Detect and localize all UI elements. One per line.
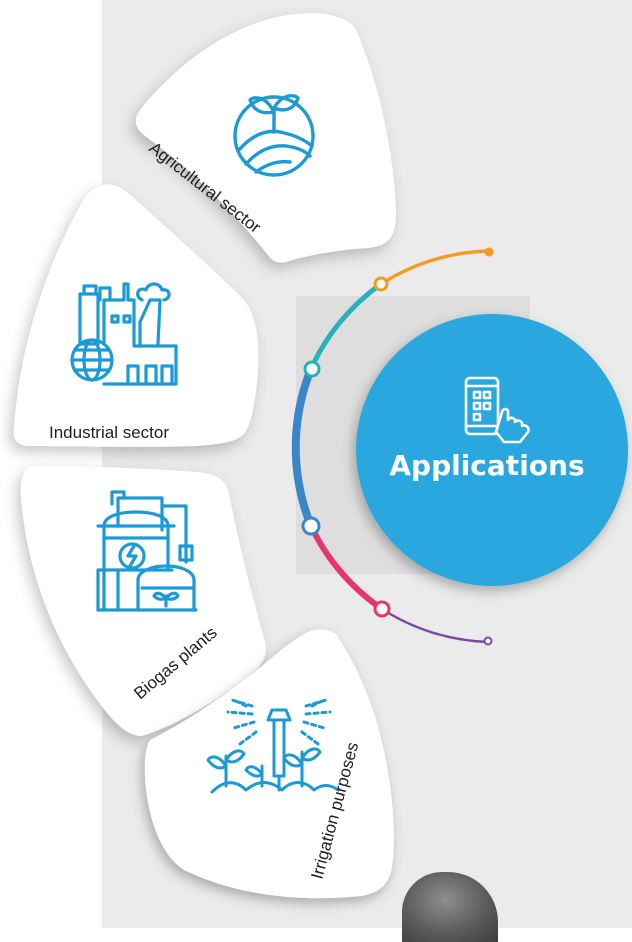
- arc-node-end-top: [484, 247, 494, 257]
- label-industrial-sector: Industrial sector: [49, 423, 169, 442]
- arc-node-3: [301, 516, 321, 536]
- color-arc: [291, 249, 490, 644]
- factory-globe-icon: [70, 282, 178, 386]
- arc-node-1: [373, 276, 389, 292]
- agriculture-field-icon: [233, 94, 315, 177]
- segment-card-agricultural: [135, 13, 396, 263]
- irrigation-sprinkler-icon: [206, 698, 340, 794]
- center-circle: [356, 314, 628, 586]
- center-title: Applications: [389, 449, 584, 482]
- segment-card-industrial: [13, 184, 259, 447]
- arc-node-4: [373, 600, 391, 618]
- biogas-plant-icon: [96, 490, 198, 612]
- segment-card-biogas: [20, 466, 266, 736]
- tablet-touch-icon: [464, 376, 530, 444]
- arc-node-end-bottom: [483, 636, 493, 646]
- segment-card-irrigation: [144, 629, 394, 899]
- arc-node-2: [303, 360, 321, 378]
